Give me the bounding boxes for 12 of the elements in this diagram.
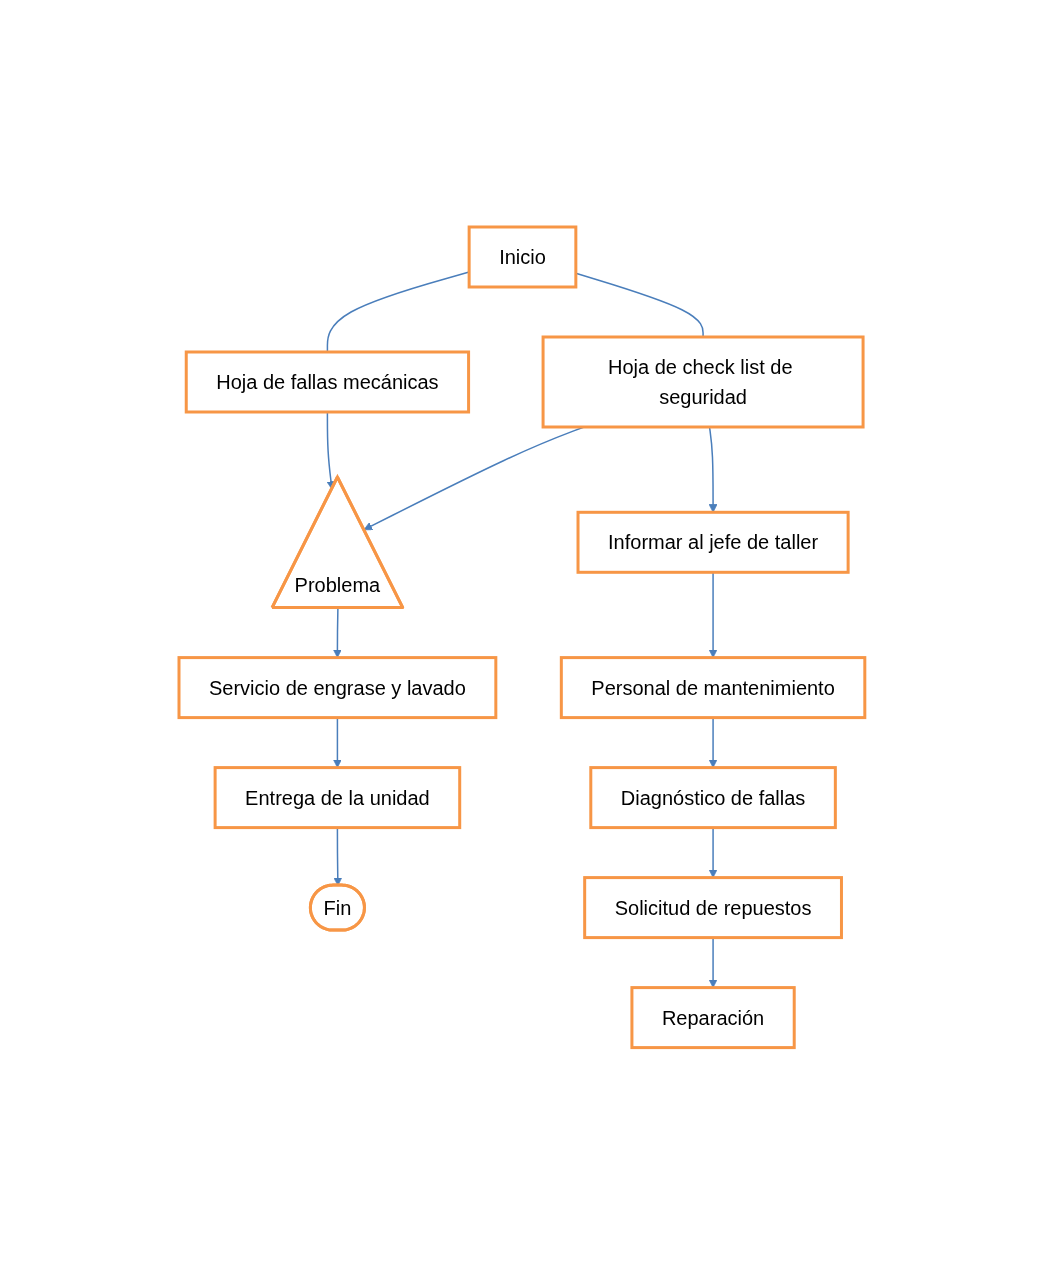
connector [575,272,704,338]
node-box: Entrega de la unidad [213,766,462,830]
connector [326,271,470,353]
node-box: Diagnóstico de fallas [589,766,837,830]
node-box: Informar al jefe de taller [576,511,850,574]
node-box: Reparación [630,986,796,1050]
node-box: Personal de mantenimiento [559,656,867,720]
node-box: Servicio de engrase y lavado [177,656,498,720]
node-box: Hoja de fallas mecánicas [184,350,471,414]
node-box: Inicio [467,225,578,289]
node-box: Hoja de check list de seguridad [541,335,865,429]
node-box: Solicitud de repuestos [583,876,844,940]
